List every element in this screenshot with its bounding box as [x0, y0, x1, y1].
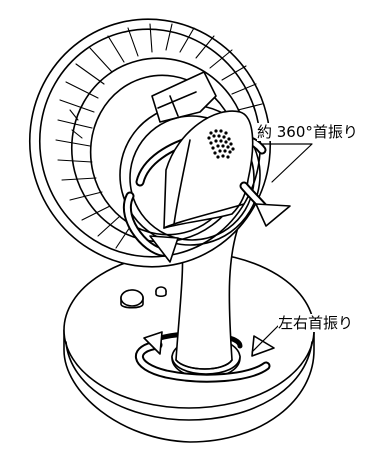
base-rim — [65, 341, 313, 421]
leader-line-swivel — [261, 143, 313, 183]
speaker-grille — [207, 129, 235, 159]
pan-label: 左右首振り — [278, 314, 354, 332]
pan-arrow-head-left — [143, 331, 163, 355]
head-shell — [163, 110, 254, 229]
pan-arrow-head-right — [251, 335, 275, 357]
swivel-arrow-head-left — [149, 235, 179, 263]
control-knob — [120, 289, 144, 309]
pan-arrow — [135, 331, 275, 383]
indicator-light — [155, 286, 167, 298]
swivel-arrow — [123, 181, 291, 263]
swivel-arrow-head-right — [255, 203, 291, 227]
speaker-head — [163, 110, 254, 229]
swivel-label: 約 360°首振り — [257, 123, 358, 141]
fan-ribs — [55, 23, 263, 249]
leader-line-pan — [251, 321, 283, 353]
